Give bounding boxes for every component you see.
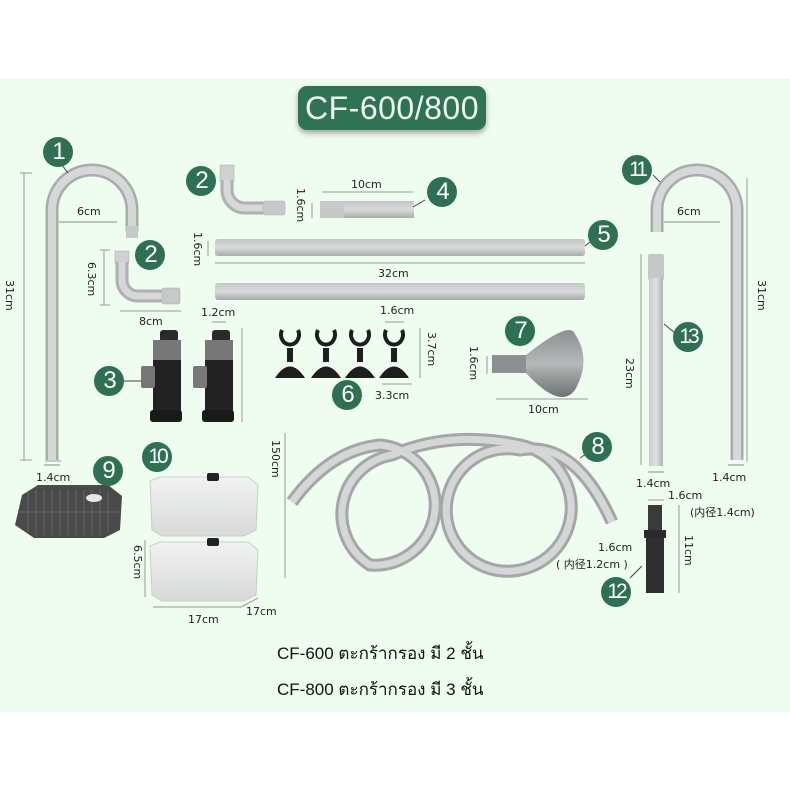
part-10-filter-baskets: [144, 473, 259, 608]
dim-p3-dia: 1.2cm: [201, 306, 236, 319]
part-badge-5: 5: [588, 220, 618, 250]
part-badge-3: 3: [94, 366, 124, 396]
part-badge-12: 12: [601, 577, 631, 607]
part-13-extension-pipe: [640, 254, 676, 473]
dim-p11-dia: 1.4cm: [712, 471, 747, 484]
part-11-j-pipe: [650, 163, 748, 466]
dim-p6-height: 3.7cm: [425, 332, 438, 367]
dim-p12-length: 11cm: [682, 535, 695, 566]
dim-p8-dia: 1.6cm: [598, 541, 633, 554]
dim-p5-dia: 1.6cm: [191, 232, 204, 267]
dim-p10-width: 17cm: [188, 613, 219, 626]
part-12-strainer: [629, 499, 680, 593]
part-4-short-pipe: [311, 191, 426, 218]
dim-p8-length: 150cm: [269, 440, 282, 478]
dim-p5-length: 32cm: [378, 267, 409, 280]
part-badge-13: 13: [673, 322, 703, 352]
part-2-elbow-top: [219, 164, 286, 216]
dim-p13-dia: 1.4cm: [636, 477, 671, 490]
part-9-filter-plate: [15, 460, 122, 538]
dim-p1-dia: 1.4cm: [36, 471, 71, 484]
dim-p11-width: 6cm: [677, 205, 701, 218]
part-3-valves: [124, 321, 243, 422]
dim-p10-height: 6.5cm: [131, 545, 144, 580]
part-badge-7: 7: [505, 316, 535, 346]
part-badge-8: 8: [582, 432, 612, 462]
dim-p2-height: 6.3cm: [85, 262, 98, 297]
dim-p6-base: 3.3cm: [375, 389, 410, 402]
part-badge-1: 1: [43, 137, 73, 167]
dim-p12-inner: (内径1.4cm): [690, 506, 755, 519]
part-2-elbow-left: [100, 249, 181, 312]
dim-p8-inner: ( 内径1.2cm ): [556, 558, 628, 571]
caption-cf600: CF-600 ตะกร้ากรอง มี 2 ชั้น: [277, 644, 484, 663]
dim-p7-dia: 1.6cm: [467, 346, 480, 381]
dim-p11-height: 31cm: [755, 280, 768, 311]
dim-p4-dia: 1.6cm: [294, 188, 307, 223]
part-5-spray-bars: [207, 239, 591, 300]
dim-p4-length: 10cm: [351, 178, 382, 191]
part-7-nozzle: [486, 330, 588, 400]
part-badge-9: 9: [93, 456, 123, 486]
part-badge-11: 11: [622, 155, 652, 185]
caption-cf800: CF-800 ตะกร้ากรอง มี 3 ชั้น: [277, 680, 484, 699]
part-8-hose: [284, 432, 618, 578]
dim-p1-height: 31cm: [3, 280, 16, 311]
part-badge-4: 4: [427, 177, 457, 207]
part-badge-6: 6: [332, 380, 362, 410]
dim-p6-dia: 1.6cm: [380, 304, 415, 317]
part-badge-10: 10: [142, 442, 172, 472]
dim-p12-dia: 1.6cm: [668, 489, 703, 502]
part-6-suction-clips: [279, 329, 405, 347]
part-1-j-pipe: [20, 163, 139, 466]
part-badge-2-top: 2: [186, 166, 216, 196]
dim-p1-width: 6cm: [77, 205, 101, 218]
dim-p2-width: 8cm: [139, 315, 163, 328]
dim-p13-height: 23cm: [623, 358, 636, 389]
product-title: CF-600/800: [298, 86, 486, 130]
dim-p10-depth: 17cm: [246, 605, 277, 618]
part-badge-2-left: 2: [135, 240, 165, 270]
dim-p7-length: 10cm: [528, 403, 559, 416]
